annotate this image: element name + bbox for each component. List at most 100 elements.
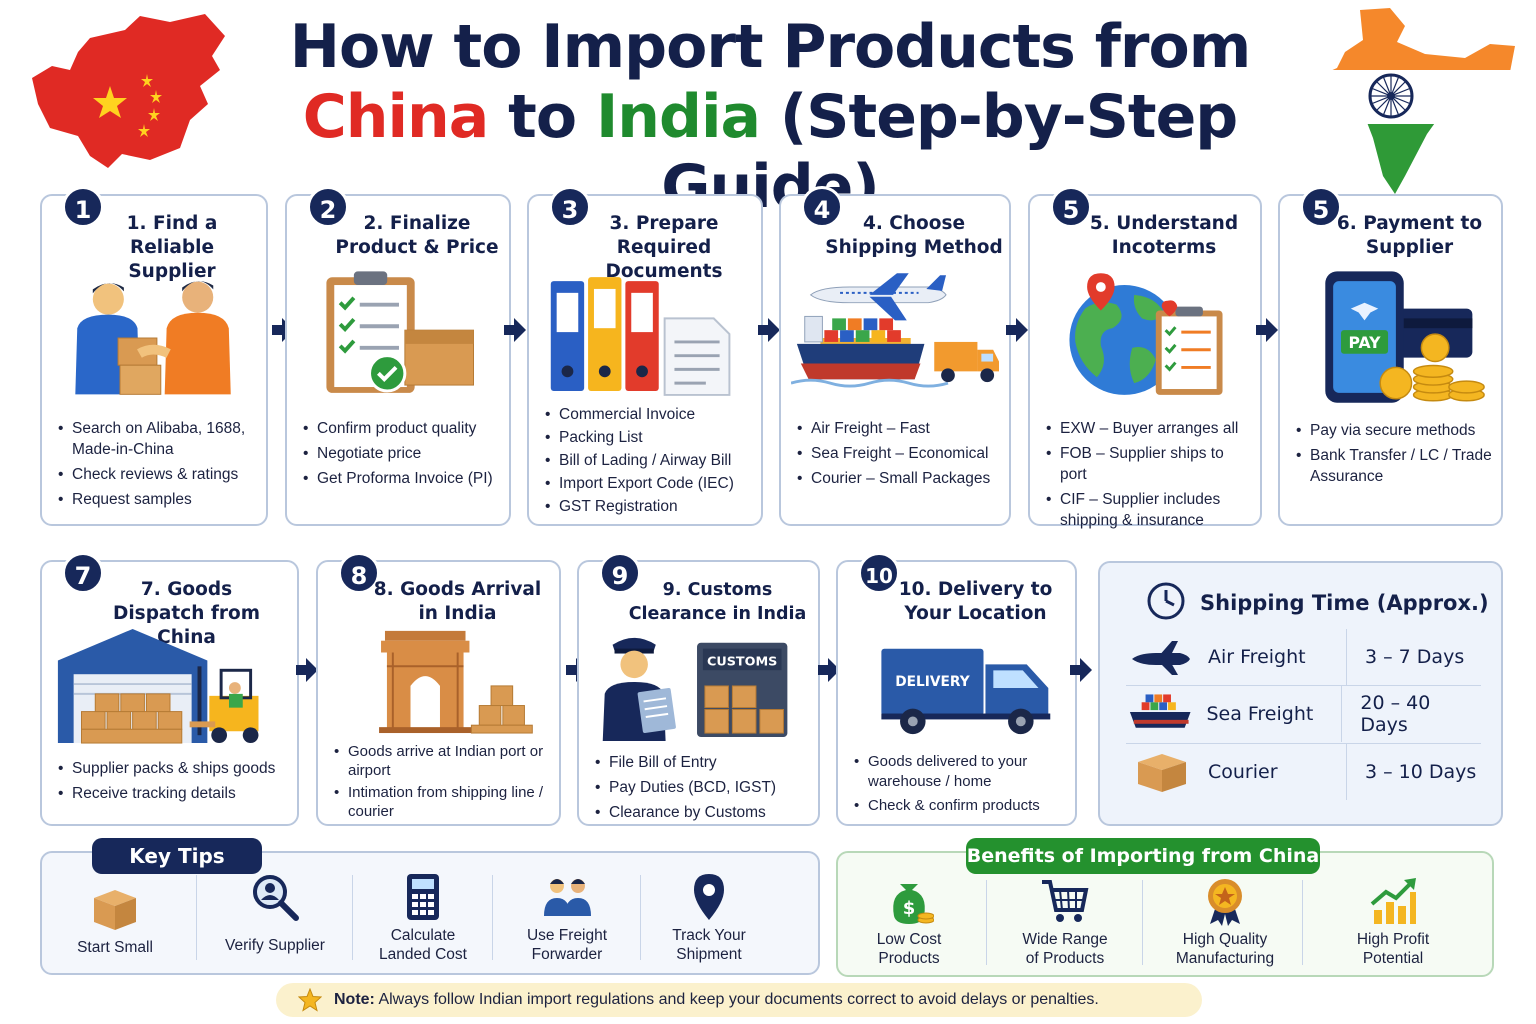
benefit-wide-range: Wide Range of Products [990,876,1140,976]
arrow-right-icon [758,318,780,342]
bullet: Import Export Code (IEC) [545,473,753,494]
step-title: 8. Goods Arrival in India [373,579,542,624]
step-badge: 1 [62,186,104,228]
key-tips-heading: Key Tips [92,838,262,874]
step-card-9: 9 9. Customs Clearance in India CUSTOMS … [577,552,820,826]
step-title: 9. Customs Clearance in India [628,580,807,624]
step-card-1: 1 1. Find a Reliable Supplier Search on … [40,186,268,526]
benefit-label: Low Cost Products [876,931,942,967]
clipboard-check-icon [297,268,499,408]
bullet: Pay Duties (BCD, IGST) [595,777,810,798]
step-bullets: Commercial Invoice Packing List Bill of … [545,404,753,519]
quality-medal-icon [1208,879,1242,926]
benefit-high-profit: High Profit Potential [1318,876,1468,976]
step-badge: 8 [338,552,380,594]
bullet: Search on Alibaba, 1688, Made-in-China [58,418,258,460]
bullet: Goods arrive at Indian port or airport [334,742,551,780]
arrow-right-icon [1006,318,1028,342]
shipping-time-title: Shipping Time (Approx.) [1200,591,1489,615]
plane-icon [1132,641,1190,675]
bullet: Supplier packs & ships goods [58,758,289,779]
step-bullets: Pay via secure methods Bank Transfer / L… [1296,420,1493,491]
magnifier-user-icon [253,875,299,921]
step-bullets: Air Freight – Fast Sea Freight – Economi… [797,418,1001,493]
pay-label: PAY [1349,333,1382,352]
step-title: 3. Prepare Required Documents [605,213,723,282]
step-title: 7. Goods Dispatch from China [112,579,260,648]
step-title: 2. Finalize Product & Price [335,213,499,258]
bullet: GST Registration [545,496,753,517]
arrow-right-icon [1070,658,1092,682]
clock-icon [1147,582,1185,620]
people-icon [544,879,591,916]
phone-pay-icon: PAY [1290,268,1491,408]
benefits-heading: Benefits of Importing from China [966,838,1320,874]
bullet: Packing List [545,427,753,448]
shipping-row-sea: Sea Freight 20 – 40 Days [1126,685,1481,742]
step-title: 5. Understand Incoterms [1089,213,1239,258]
step-badge: 5 [1050,186,1092,228]
bullet: Air Freight – Fast [797,418,1001,439]
shipping-mode: Air Freight [1208,646,1306,668]
title-china: China [302,82,490,152]
step-card-3: 3 3. Prepare Required Documents Commerci… [527,186,763,526]
india-map-icon [1315,6,1520,196]
tip-track-your-shipment: Track Your Shipment [634,872,784,972]
box-icon [94,890,136,930]
shipping-mode: Sea Freight [1206,702,1314,725]
delivery-truck-icon: DELIVERY [848,634,1065,742]
page-title: How to Import Products from China to Ind… [240,12,1300,222]
bullet: Goods delivered to your warehouse / home [854,752,1067,792]
customs-officer-icon: CUSTOMS [589,624,808,742]
bullet: FOB – Supplier ships to port [1046,443,1252,485]
arrow-right-icon [1256,318,1278,342]
shipping-mode: Courier [1208,760,1278,783]
star-icon [298,988,322,1012]
globe-checklist-icon [1040,268,1250,408]
step-card-2: 2 2. Finalize Product & Price Confirm pr… [285,186,511,526]
bullet: Confirm product quality [303,418,501,439]
handshake-icon [52,268,256,408]
step-card-7: 7 7. Goods Dispatch from China Supplier … [40,552,299,826]
step-bullets: Goods delivered to your warehouse / home… [854,752,1067,820]
svg-text:$: $ [903,898,916,919]
bullet: Sea Freight – Economical [797,443,1001,464]
step-badge: 3 [549,186,591,228]
bullet: Get Proforma Invoice (PI) [303,468,501,489]
bullet: EXW – Buyer arranges all [1046,418,1252,439]
bullet: File Bill of Entry [595,752,810,773]
title-to: to [488,82,596,152]
binders-icon [539,268,751,408]
benefit-label: High Quality Manufacturing [1175,931,1275,967]
customs-label: CUSTOMS [707,654,777,669]
arrow-right-icon [296,658,318,682]
india-gate-icon [328,622,549,738]
bullet: Clearance by Customs [595,802,810,823]
title-line-1: How to Import Products from [289,12,1251,82]
bullet: Request samples [58,489,258,510]
step-bullets: Confirm product quality Negotiate price … [303,418,501,493]
bullet: Courier – Small Packages [797,468,1001,489]
step-title: 4. Choose Shipping Method [825,213,1003,258]
bullet: Bank Transfer / LC / Trade Assurance [1296,445,1493,487]
benefit-label: Wide Range of Products [1022,931,1108,967]
bullet: Negotiate price [303,443,501,464]
bullet: Check & confirm products [854,796,1067,816]
money-bag-icon: $ [893,884,934,924]
bullet: CIF – Supplier includes shipping & insur… [1046,489,1252,531]
box-icon [1138,753,1186,792]
tip-label: Calculate Landed Cost [379,927,467,963]
note-prefix: Note: [334,991,375,1008]
step-badge: 10 [858,552,900,594]
shipping-row-courier: Courier 3 – 10 Days [1126,743,1481,800]
shipping-days: 3 – 10 Days [1365,760,1477,783]
step-bullets: Supplier packs & ships goods Receive tra… [58,758,289,808]
benefit-high-quality: High Quality Manufacturing [1150,876,1300,976]
step-bullets: Goods arrive at Indian port or airport I… [334,742,551,825]
tip-calculate-landed-cost: Calculate Landed Cost [348,872,498,972]
bullet: Check reviews & ratings [58,464,258,485]
step-badge: 9 [599,552,641,594]
bullet: Pay via secure methods [1296,420,1493,441]
step-title: 1. Find a Reliable Supplier [126,213,218,282]
tip-label: Track Your Shipment [672,927,746,963]
